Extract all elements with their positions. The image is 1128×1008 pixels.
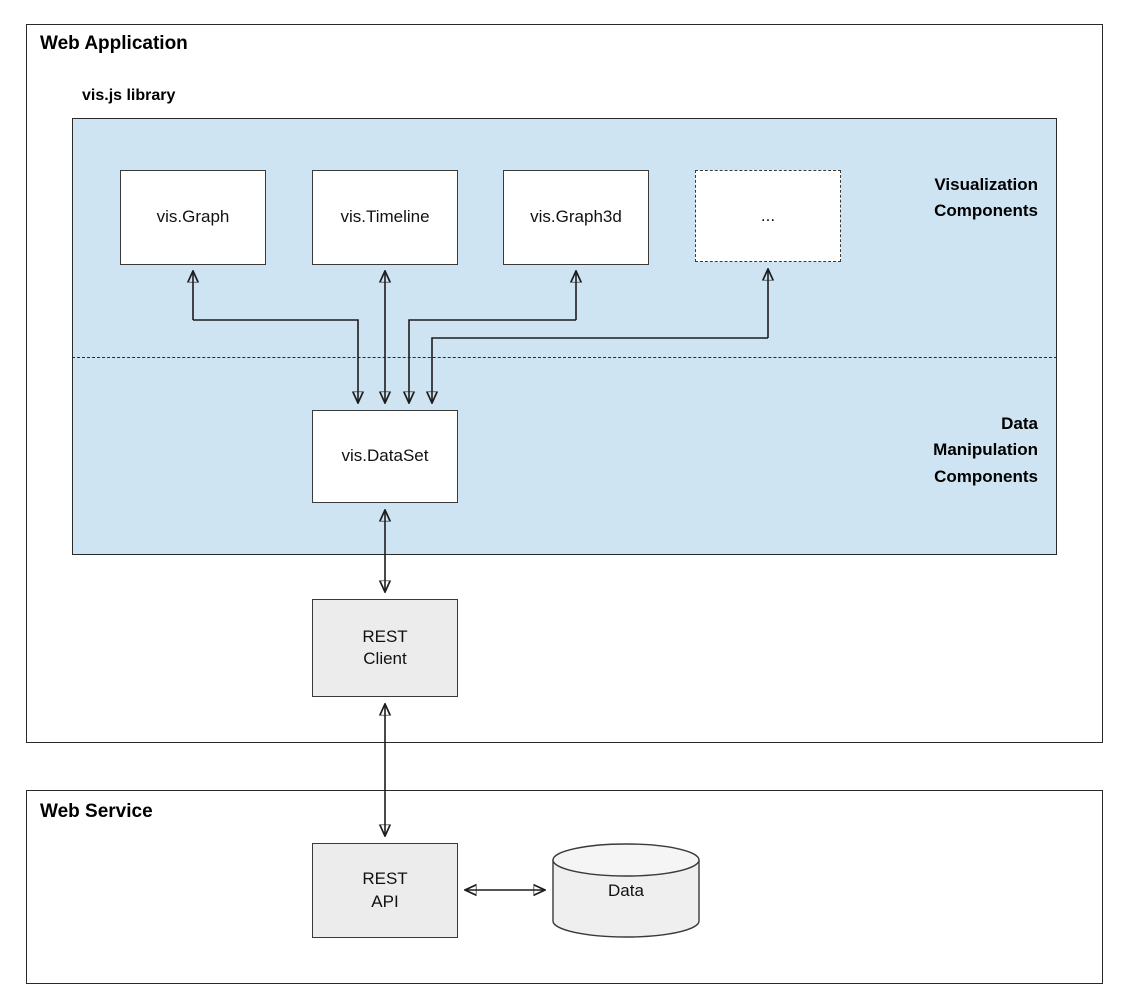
node-vis-dataset[interactable]: vis.DataSet	[312, 410, 458, 503]
data-store-label: Data	[608, 880, 644, 900]
node-vis-graph[interactable]: vis.Graph	[120, 170, 266, 265]
frame-web-service	[26, 790, 1103, 984]
frame-title-web-service: Web Service	[40, 801, 153, 822]
node-rest-client[interactable]: REST Client	[312, 599, 458, 697]
node-vis-timeline[interactable]: vis.Timeline	[312, 170, 458, 265]
section-label-visualization-components: Visualization Components	[934, 175, 1038, 221]
node-vis-graph3d[interactable]: vis.Graph3d	[503, 170, 649, 265]
cylinder-shape	[552, 843, 700, 938]
node-data-store[interactable]: Data	[552, 843, 700, 938]
section-label-data-manipulation-components: Data Manipulation Components	[933, 414, 1038, 486]
node-rest-api[interactable]: REST API	[312, 843, 458, 938]
frame-web-application	[26, 24, 1103, 743]
library-title: vis.js library	[82, 87, 176, 104]
frame-title-web-application: Web Application	[40, 33, 188, 54]
node-more-components-placeholder[interactable]: ...	[695, 170, 841, 262]
library-section-divider	[72, 357, 1057, 358]
